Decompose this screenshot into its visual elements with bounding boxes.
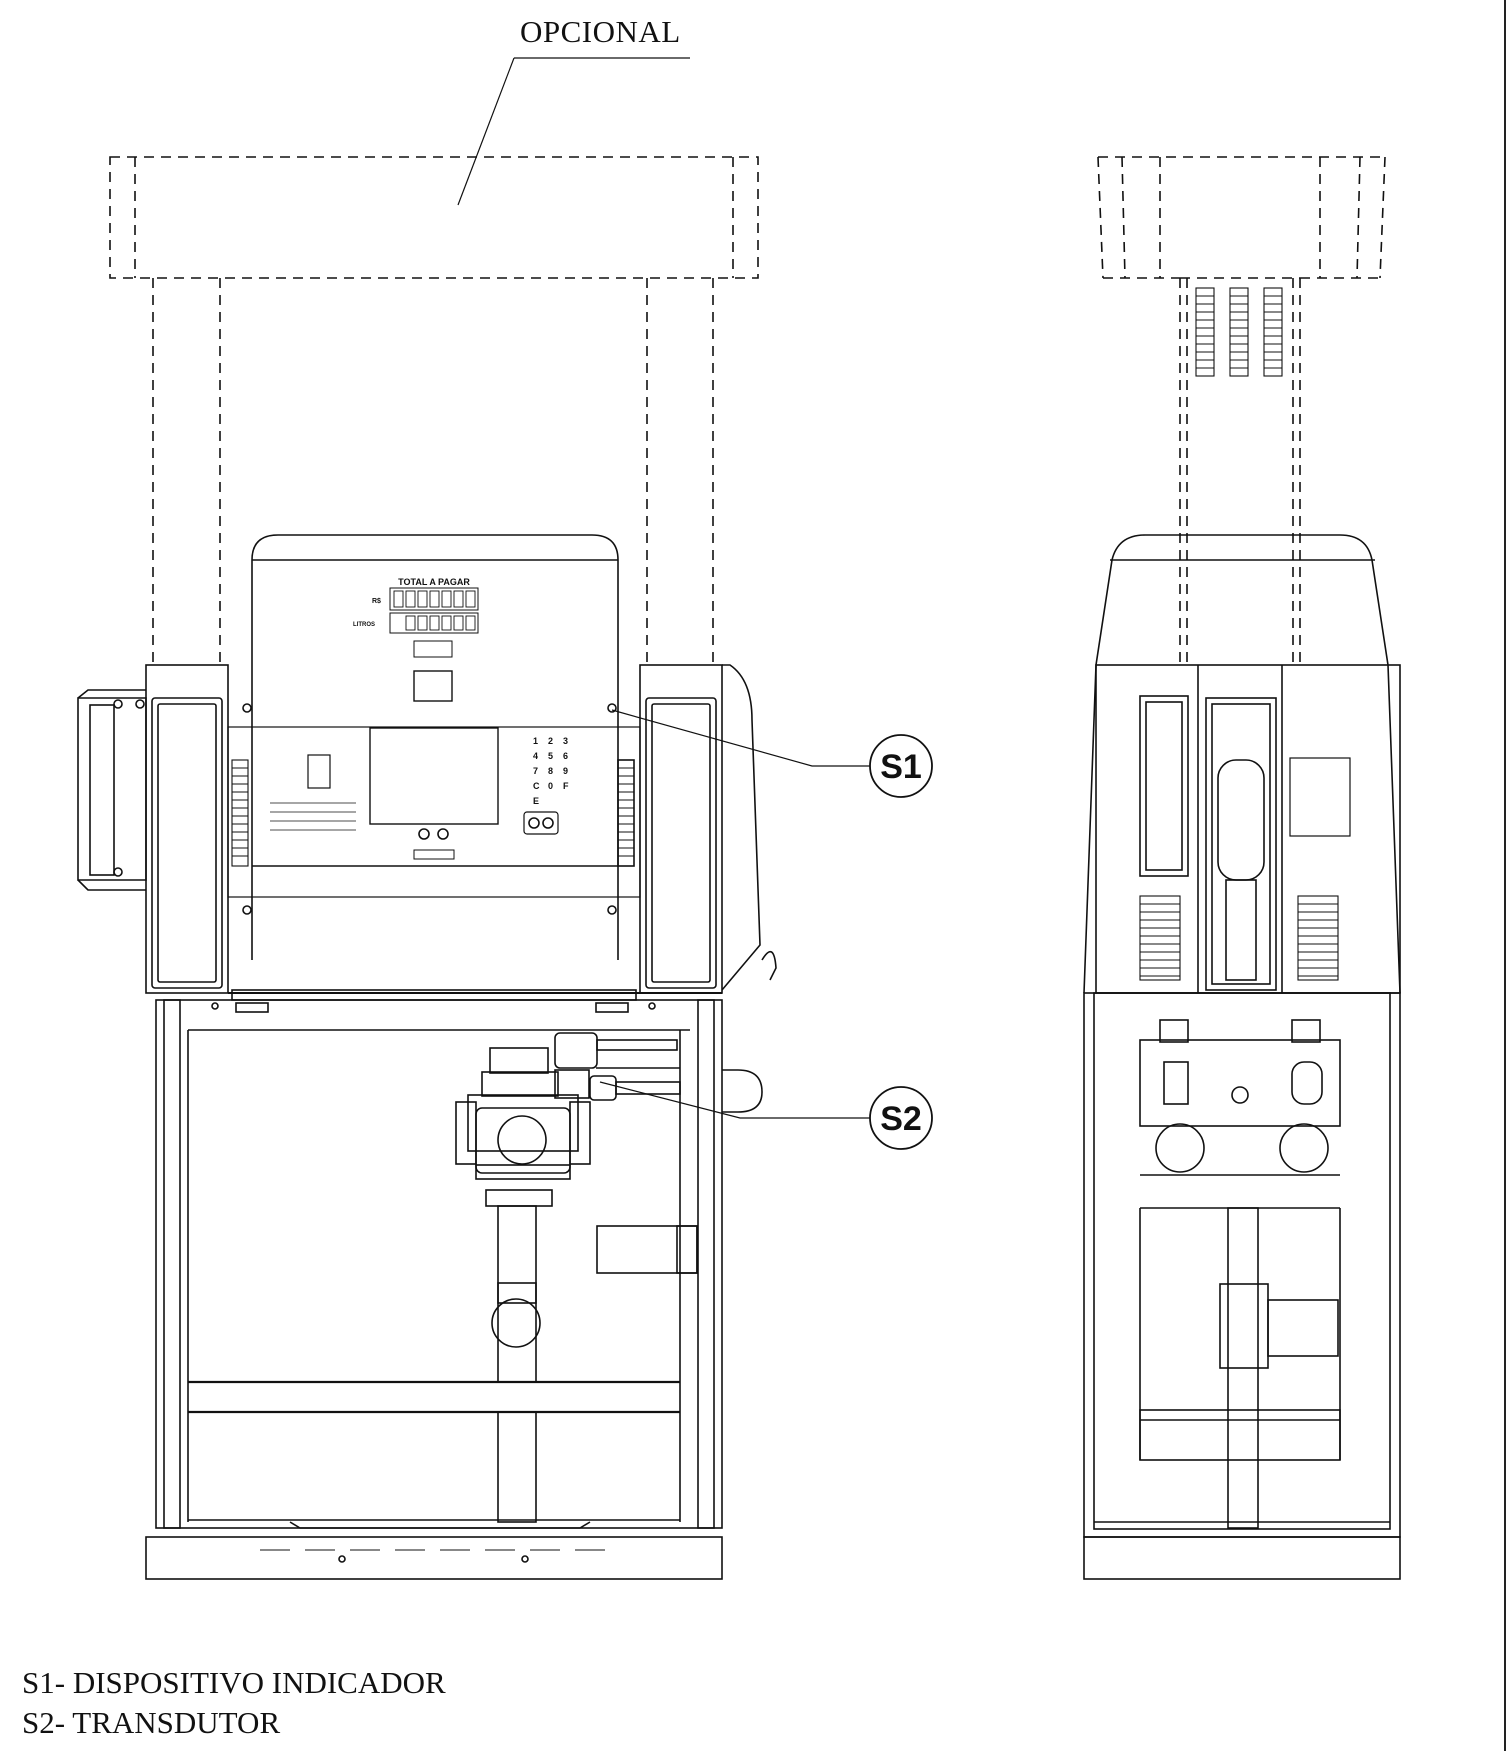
total-label: TOTAL A PAGAR [398, 577, 470, 587]
keypad-key: 4 [533, 751, 538, 761]
volume-label: LITROS [353, 622, 375, 628]
side-right-louvre [1298, 903, 1338, 977]
callout-s2 [599, 1081, 933, 1150]
side-vents-right [1297, 895, 1339, 981]
callout-s1 [611, 709, 933, 798]
front-left-column [77, 664, 249, 994]
legend-code: S1- [22, 1665, 66, 1700]
legend-code: S2- [22, 1705, 66, 1740]
front-meter-assembly [455, 1032, 763, 1523]
canopy-slat-a [1196, 295, 1214, 369]
keypad-key: 9 [563, 766, 568, 776]
legend: S1- DISPOSITIVO INDICADOR S2- TRANSDUTOR [22, 1663, 446, 1743]
front-display-text: TOTAL A PAGAR R$ LITROS [353, 577, 470, 628]
side-lower-frame [1083, 992, 1401, 1580]
keypad-key: 2 [548, 736, 553, 746]
legend-item-s1: S1- DISPOSITIVO INDICADOR [22, 1663, 446, 1703]
side-canopy-optional [1097, 156, 1386, 665]
keypad-key: 7 [533, 766, 538, 776]
front-right-louvre [618, 767, 634, 857]
currency-label: R$ [372, 598, 381, 605]
side-vents-left [1139, 895, 1181, 981]
front-head-housing [227, 534, 722, 1001]
front-right-column [617, 664, 777, 994]
keypad-key: 3 [563, 736, 568, 746]
optional-leader [457, 57, 690, 206]
canopy-slat-c [1264, 295, 1282, 369]
optional-label: OPCIONAL [520, 14, 681, 49]
side-left-louvre [1140, 903, 1180, 977]
keypad-key: 6 [563, 751, 568, 761]
legend-text: DISPOSITIVO INDICADOR [72, 1665, 446, 1700]
front-lower-frame [145, 999, 723, 1580]
front-left-vents [231, 759, 249, 867]
callout-s2-text: S2 [880, 1100, 922, 1138]
side-head-housing [1083, 534, 1401, 994]
keypad-key: E [533, 796, 539, 806]
side-canopy-slats [1195, 287, 1283, 377]
front-display [270, 587, 559, 860]
legend-text: TRANSDUTOR [72, 1705, 281, 1740]
callout-s1-text: S1 [880, 748, 922, 786]
front-canopy-optional [109, 156, 759, 665]
canopy-slat-b [1230, 295, 1248, 369]
legend-item-s2: S2- TRANSDUTOR [22, 1703, 446, 1743]
keypad-key: F [563, 781, 569, 791]
keypad-key: 1 [533, 736, 538, 746]
border-line [1504, 0, 1506, 1751]
keypad-key: 8 [548, 766, 553, 776]
keypad-key: 5 [548, 751, 553, 761]
keypad-key: 0 [548, 781, 553, 791]
keypad-key: C [533, 781, 540, 791]
front-left-louvre [232, 767, 248, 857]
